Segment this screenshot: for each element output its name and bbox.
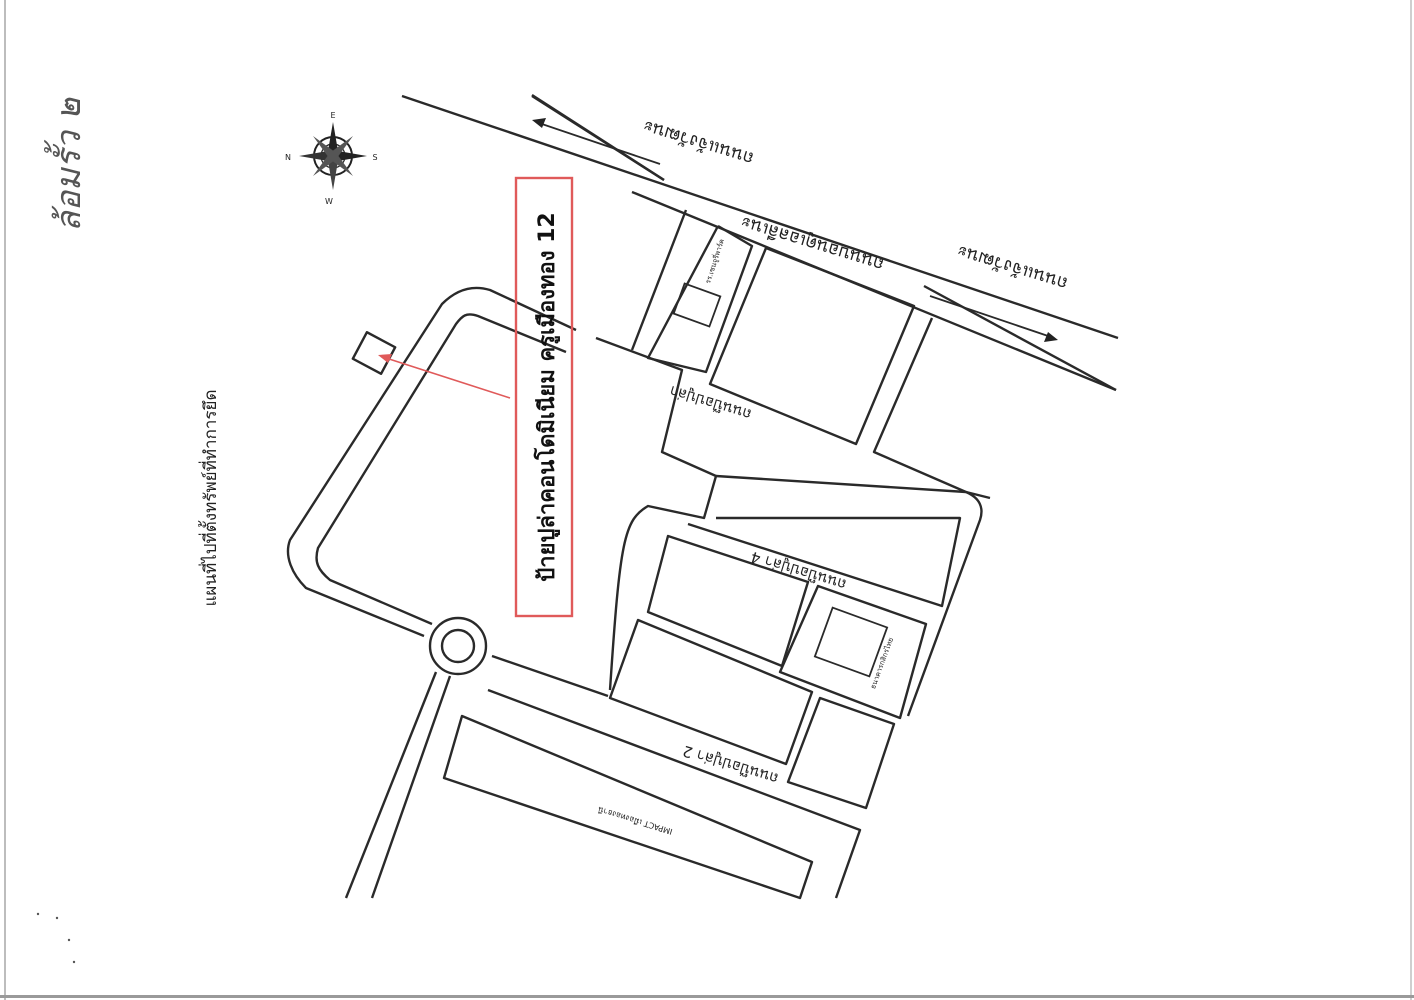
compass-south: S xyxy=(372,153,377,162)
place-label-impact: IMPACT เมืองทองธานี xyxy=(596,805,673,836)
page-title: แผนที่ไปที่ตั้งทรัพย์ที่ทำการยึด xyxy=(198,389,221,606)
highway-outer-line xyxy=(401,94,1119,340)
impact-arena-outline xyxy=(442,714,814,900)
road-label-chaengwattana-2: ถนนแจ้งวัฒนะ xyxy=(954,240,1070,294)
hotel-block-outline xyxy=(630,209,688,351)
block-north-large xyxy=(708,246,916,446)
page-edge-right xyxy=(1410,0,1412,1000)
frontage-road-line xyxy=(531,93,665,182)
southwest-road-left xyxy=(344,671,438,899)
block-east-outline xyxy=(872,317,991,500)
east-block-inner xyxy=(687,516,962,608)
handwritten-note: ล้อมรั้ว ๒ xyxy=(43,97,89,232)
frontage-road-segment-b xyxy=(923,284,1117,392)
callout-arrow-icon xyxy=(378,354,511,399)
hotel-building xyxy=(672,282,722,328)
target-building-marker xyxy=(351,331,397,375)
page-edge-left xyxy=(4,0,6,1000)
roundabout-outer xyxy=(428,616,488,676)
scan-speck xyxy=(72,960,76,964)
page-edge-bottom xyxy=(0,995,1414,998)
scan-speck xyxy=(67,938,71,942)
block-popular2-left xyxy=(608,618,814,766)
scan-speck xyxy=(36,912,40,916)
bank-building xyxy=(813,606,889,678)
popular-road-loop-outer xyxy=(286,286,577,638)
impact-south-road xyxy=(487,688,862,899)
compass-east: E xyxy=(330,111,335,120)
arrow-west-icon xyxy=(532,118,661,165)
popular-road-south xyxy=(491,654,609,698)
arrow-east-icon xyxy=(929,295,1058,342)
scan-speck xyxy=(55,916,59,920)
place-label-hotel: รร.เซนจูรี่พาร์ค xyxy=(703,237,726,284)
east-road-outline xyxy=(715,474,983,717)
callout-box xyxy=(514,176,574,618)
road-label-popular-main: ถนนป๊อปปูล่า xyxy=(667,382,753,424)
compass-north: N xyxy=(285,153,291,162)
compass-west: W xyxy=(325,197,333,206)
block-popular4-right xyxy=(778,584,928,720)
popular-road-loop-inner xyxy=(315,313,567,626)
roundabout-inner xyxy=(440,628,476,664)
hotel-block-inner xyxy=(646,224,754,374)
southwest-road-right xyxy=(370,675,452,899)
block-popular2-right xyxy=(786,696,896,810)
road-label-chaengwattana-1: ถนนแจ้งวัฒนะ xyxy=(640,115,756,169)
popular-road-outer xyxy=(595,336,718,691)
compass-rose-icon: E W N S xyxy=(285,111,378,206)
callout-label: ป้ายปูล่าคอนโดมิเนียม ครูเมืองทอง 12 xyxy=(533,212,561,581)
